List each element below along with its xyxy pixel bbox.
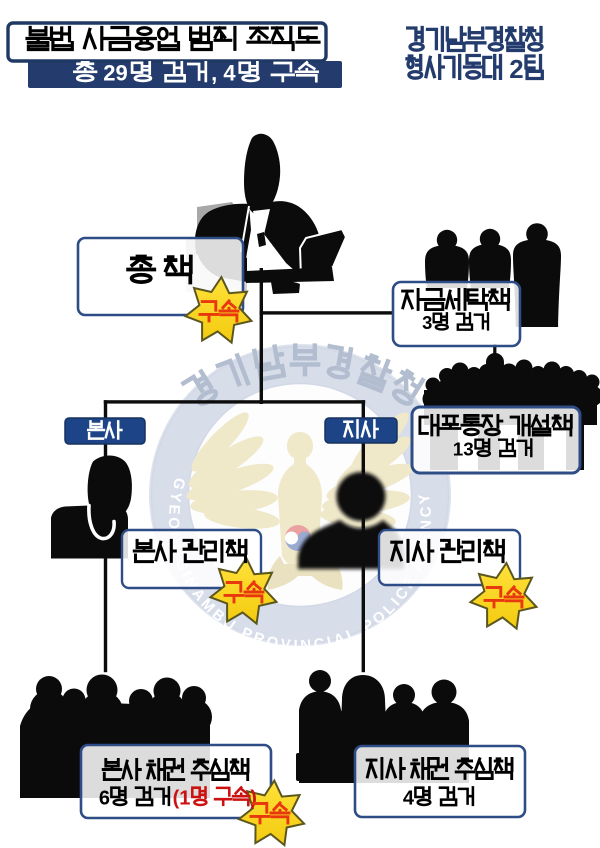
svg-text:29: 29 xyxy=(97,61,128,86)
svg-text:13: 13 xyxy=(453,440,474,461)
svg-text:): ) xyxy=(250,788,257,810)
svg-text:3: 3 xyxy=(422,312,432,333)
svg-text:2: 2 xyxy=(502,56,524,84)
svg-text:6: 6 xyxy=(99,788,110,810)
svg-text:(1: (1 xyxy=(173,788,191,810)
svg-text:, 4: , 4 xyxy=(211,61,236,86)
svg-text:4: 4 xyxy=(403,788,415,810)
